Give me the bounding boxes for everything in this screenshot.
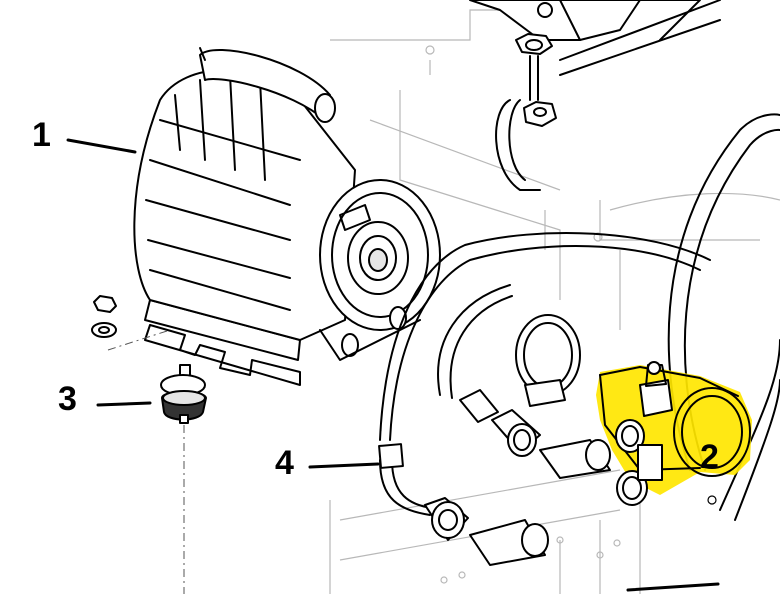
leader-line-bottom <box>626 582 720 592</box>
pump-motor <box>133 47 441 386</box>
pump-head-highlighted <box>596 361 752 506</box>
leader-line-1 <box>66 138 137 154</box>
hose-clamp <box>515 314 581 407</box>
callout-2: 2 <box>700 438 719 476</box>
callout-1: 1 <box>32 116 51 154</box>
nut-washer-left <box>91 295 171 351</box>
leader-lines <box>66 138 720 592</box>
leader-line-4 <box>308 462 380 469</box>
leader-line-3 <box>96 401 152 407</box>
callout-4: 4 <box>275 444 294 482</box>
background-housing <box>329 9 780 594</box>
fittings <box>424 389 611 566</box>
top-bracket <box>469 0 721 191</box>
callout-3: 3 <box>58 380 77 418</box>
rubber-foot <box>160 364 208 594</box>
hex-nut-top <box>515 33 557 127</box>
